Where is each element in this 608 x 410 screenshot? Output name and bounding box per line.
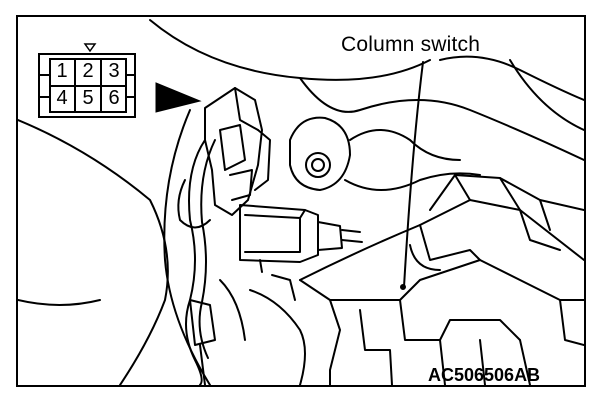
column-switch-label: Column switch [341, 33, 481, 56]
dash-curve-left [18, 119, 169, 385]
arrow-right-icon [155, 82, 202, 113]
pin-3-label: 3 [108, 60, 120, 82]
harness-connector [239, 204, 319, 263]
pin-1-label: 1 [56, 60, 68, 82]
column-switch-body [299, 199, 584, 281]
triangle-down-icon [83, 43, 97, 53]
switch-boss [289, 116, 351, 191]
callout-leader [403, 61, 424, 288]
pin-5-label: 5 [82, 87, 94, 109]
connector-housing [204, 87, 263, 216]
pin-4-label: 4 [56, 87, 68, 109]
wire-harness [185, 139, 206, 385]
figure-id: AC506506AB [428, 365, 541, 385]
connector-pin-diagram: 1 2 3 4 5 6 [45, 57, 129, 114]
pin-2-label: 2 [82, 60, 94, 82]
pin-6-label: 6 [108, 87, 120, 109]
